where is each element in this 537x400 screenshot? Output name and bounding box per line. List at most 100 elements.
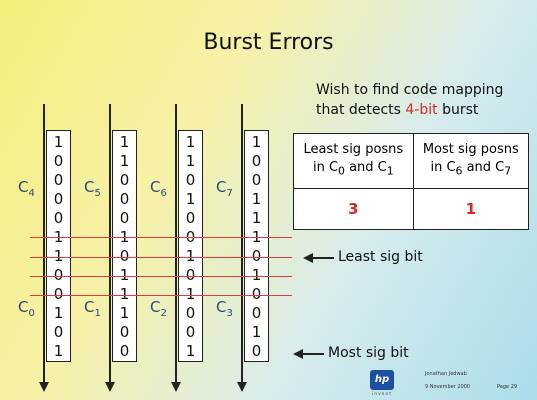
slide-title: Burst Errors xyxy=(203,30,334,55)
least-sig-arrow-head xyxy=(303,253,313,263)
bit-digit: 1 xyxy=(185,152,196,170)
bit-digit: 0 xyxy=(53,209,64,227)
value-most-sig: 1 xyxy=(412,188,530,230)
bit-digit: 1 xyxy=(251,266,262,284)
header-most-pre: in C xyxy=(430,160,456,176)
bit-digit: 0 xyxy=(53,171,64,189)
bit-digit: 0 xyxy=(251,304,262,322)
bit-digit: 0 xyxy=(53,285,64,303)
bit-digit: 0 xyxy=(185,171,196,189)
most-sig-label: Most sig bit xyxy=(328,345,409,361)
header-least-mid: and C xyxy=(344,160,387,176)
footer-page: Page 29 xyxy=(497,384,518,390)
bit-column-box xyxy=(112,130,137,362)
bit-digit: 1 xyxy=(251,133,262,151)
bit-digit: 0 xyxy=(119,209,130,227)
bit-digit: 1 xyxy=(53,247,64,265)
intro-line-2-pre: that detects xyxy=(316,102,406,118)
bit-digit: 0 xyxy=(119,342,130,360)
bit-digit: 0 xyxy=(251,247,262,265)
bit-digit: 1 xyxy=(119,304,130,322)
header-least-pre: in C xyxy=(312,160,339,176)
bit-digit: 1 xyxy=(185,247,196,265)
bit-digit: 0 xyxy=(53,323,64,341)
bit-digit: 0 xyxy=(251,171,262,189)
bit-digit: 0 xyxy=(53,266,64,284)
column-arrow-head xyxy=(171,382,181,392)
burst-line-1 xyxy=(30,237,292,238)
column-label-bottom: C3 xyxy=(216,298,233,319)
column-arrow-line xyxy=(109,104,111,384)
bit-column-box xyxy=(178,130,203,362)
hp-logo-sub: i n v e n t xyxy=(372,391,391,396)
mapping-table: Least sig posns in C0 and C1 Most sig po… xyxy=(293,133,530,230)
intro-line-2-post: burst xyxy=(437,102,479,118)
column-label-top: C4 xyxy=(18,178,35,199)
footer-date: 9 November 2000 xyxy=(425,384,471,390)
hp-logo: hp xyxy=(370,370,394,390)
bit-digit: 0 xyxy=(119,247,130,265)
intro-text: Wish to find code mapping that detects 4… xyxy=(316,80,503,120)
column-arrow-head xyxy=(105,382,115,392)
column-arrow-line xyxy=(43,104,45,384)
bit-digit: 1 xyxy=(185,133,196,151)
column-label-top: C6 xyxy=(150,178,167,199)
header-most-mid: and C xyxy=(462,160,505,176)
bit-digit: 1 xyxy=(185,190,196,208)
least-sig-label: Least sig bit xyxy=(338,249,423,265)
column-arrow-head xyxy=(237,382,247,392)
bit-digit: 0 xyxy=(53,190,64,208)
column-arrow-line xyxy=(175,104,177,384)
least-sig-arrow xyxy=(310,257,334,259)
header-most-sub1: 6 xyxy=(455,164,463,178)
bit-digit: 0 xyxy=(251,152,262,170)
value-least-sig: 3 xyxy=(293,188,414,230)
burst-line-3 xyxy=(30,276,292,277)
header-most-line1: Most sig posns xyxy=(422,142,519,158)
header-most-sub2: 7 xyxy=(504,164,512,178)
bit-column-box xyxy=(46,130,71,362)
column-arrow-line xyxy=(241,104,243,384)
intro-line-1: Wish to find code mapping xyxy=(316,82,504,98)
most-sig-arrow-head xyxy=(293,349,303,359)
burst-line-4 xyxy=(30,295,292,296)
bit-digit: 0 xyxy=(119,190,130,208)
header-least-sub1: 0 xyxy=(338,164,345,178)
header-least-sig: Least sig posns in C0 and C1 xyxy=(293,133,414,189)
most-sig-arrow xyxy=(300,353,324,355)
column-label-top: C7 xyxy=(216,178,233,199)
column-label-bottom: C1 xyxy=(84,298,101,319)
bit-digit: 0 xyxy=(185,209,196,227)
column-label-top: C5 xyxy=(84,178,101,199)
bit-digit: 1 xyxy=(185,342,196,360)
bit-digit: 1 xyxy=(119,152,130,170)
column-arrow-head xyxy=(39,382,49,392)
bit-digit: 1 xyxy=(53,133,64,151)
header-most-sig: Most sig posns in C6 and C7 xyxy=(412,133,530,189)
bit-digit: 0 xyxy=(185,304,196,322)
burst-line-2 xyxy=(30,257,292,258)
bit-digit: 0 xyxy=(251,285,262,303)
bit-column-box xyxy=(244,130,269,362)
bit-digit: 1 xyxy=(119,266,130,284)
bit-digit: 0 xyxy=(119,323,130,341)
column-label-bottom: C2 xyxy=(150,298,167,319)
intro-line-2: that detects 4-bit burst xyxy=(316,100,503,120)
bit-digit: 0 xyxy=(119,171,130,189)
bit-digit: 1 xyxy=(251,209,262,227)
bit-digit: 0 xyxy=(251,342,262,360)
bit-digit: 1 xyxy=(251,190,262,208)
bit-digit: 1 xyxy=(53,304,64,322)
bit-digit: 1 xyxy=(119,133,130,151)
bit-digit: 1 xyxy=(119,285,130,303)
bit-digit: 0 xyxy=(185,323,196,341)
bit-digit: 1 xyxy=(251,323,262,341)
header-least-sub2: 1 xyxy=(386,164,394,178)
bit-digit: 0 xyxy=(185,266,196,284)
bit-digit: 1 xyxy=(185,285,196,303)
intro-highlight: 4-bit xyxy=(405,102,438,118)
bit-digit: 0 xyxy=(53,152,64,170)
bit-digit: 1 xyxy=(53,342,64,360)
header-least-line1: Least sig posns xyxy=(303,142,404,158)
